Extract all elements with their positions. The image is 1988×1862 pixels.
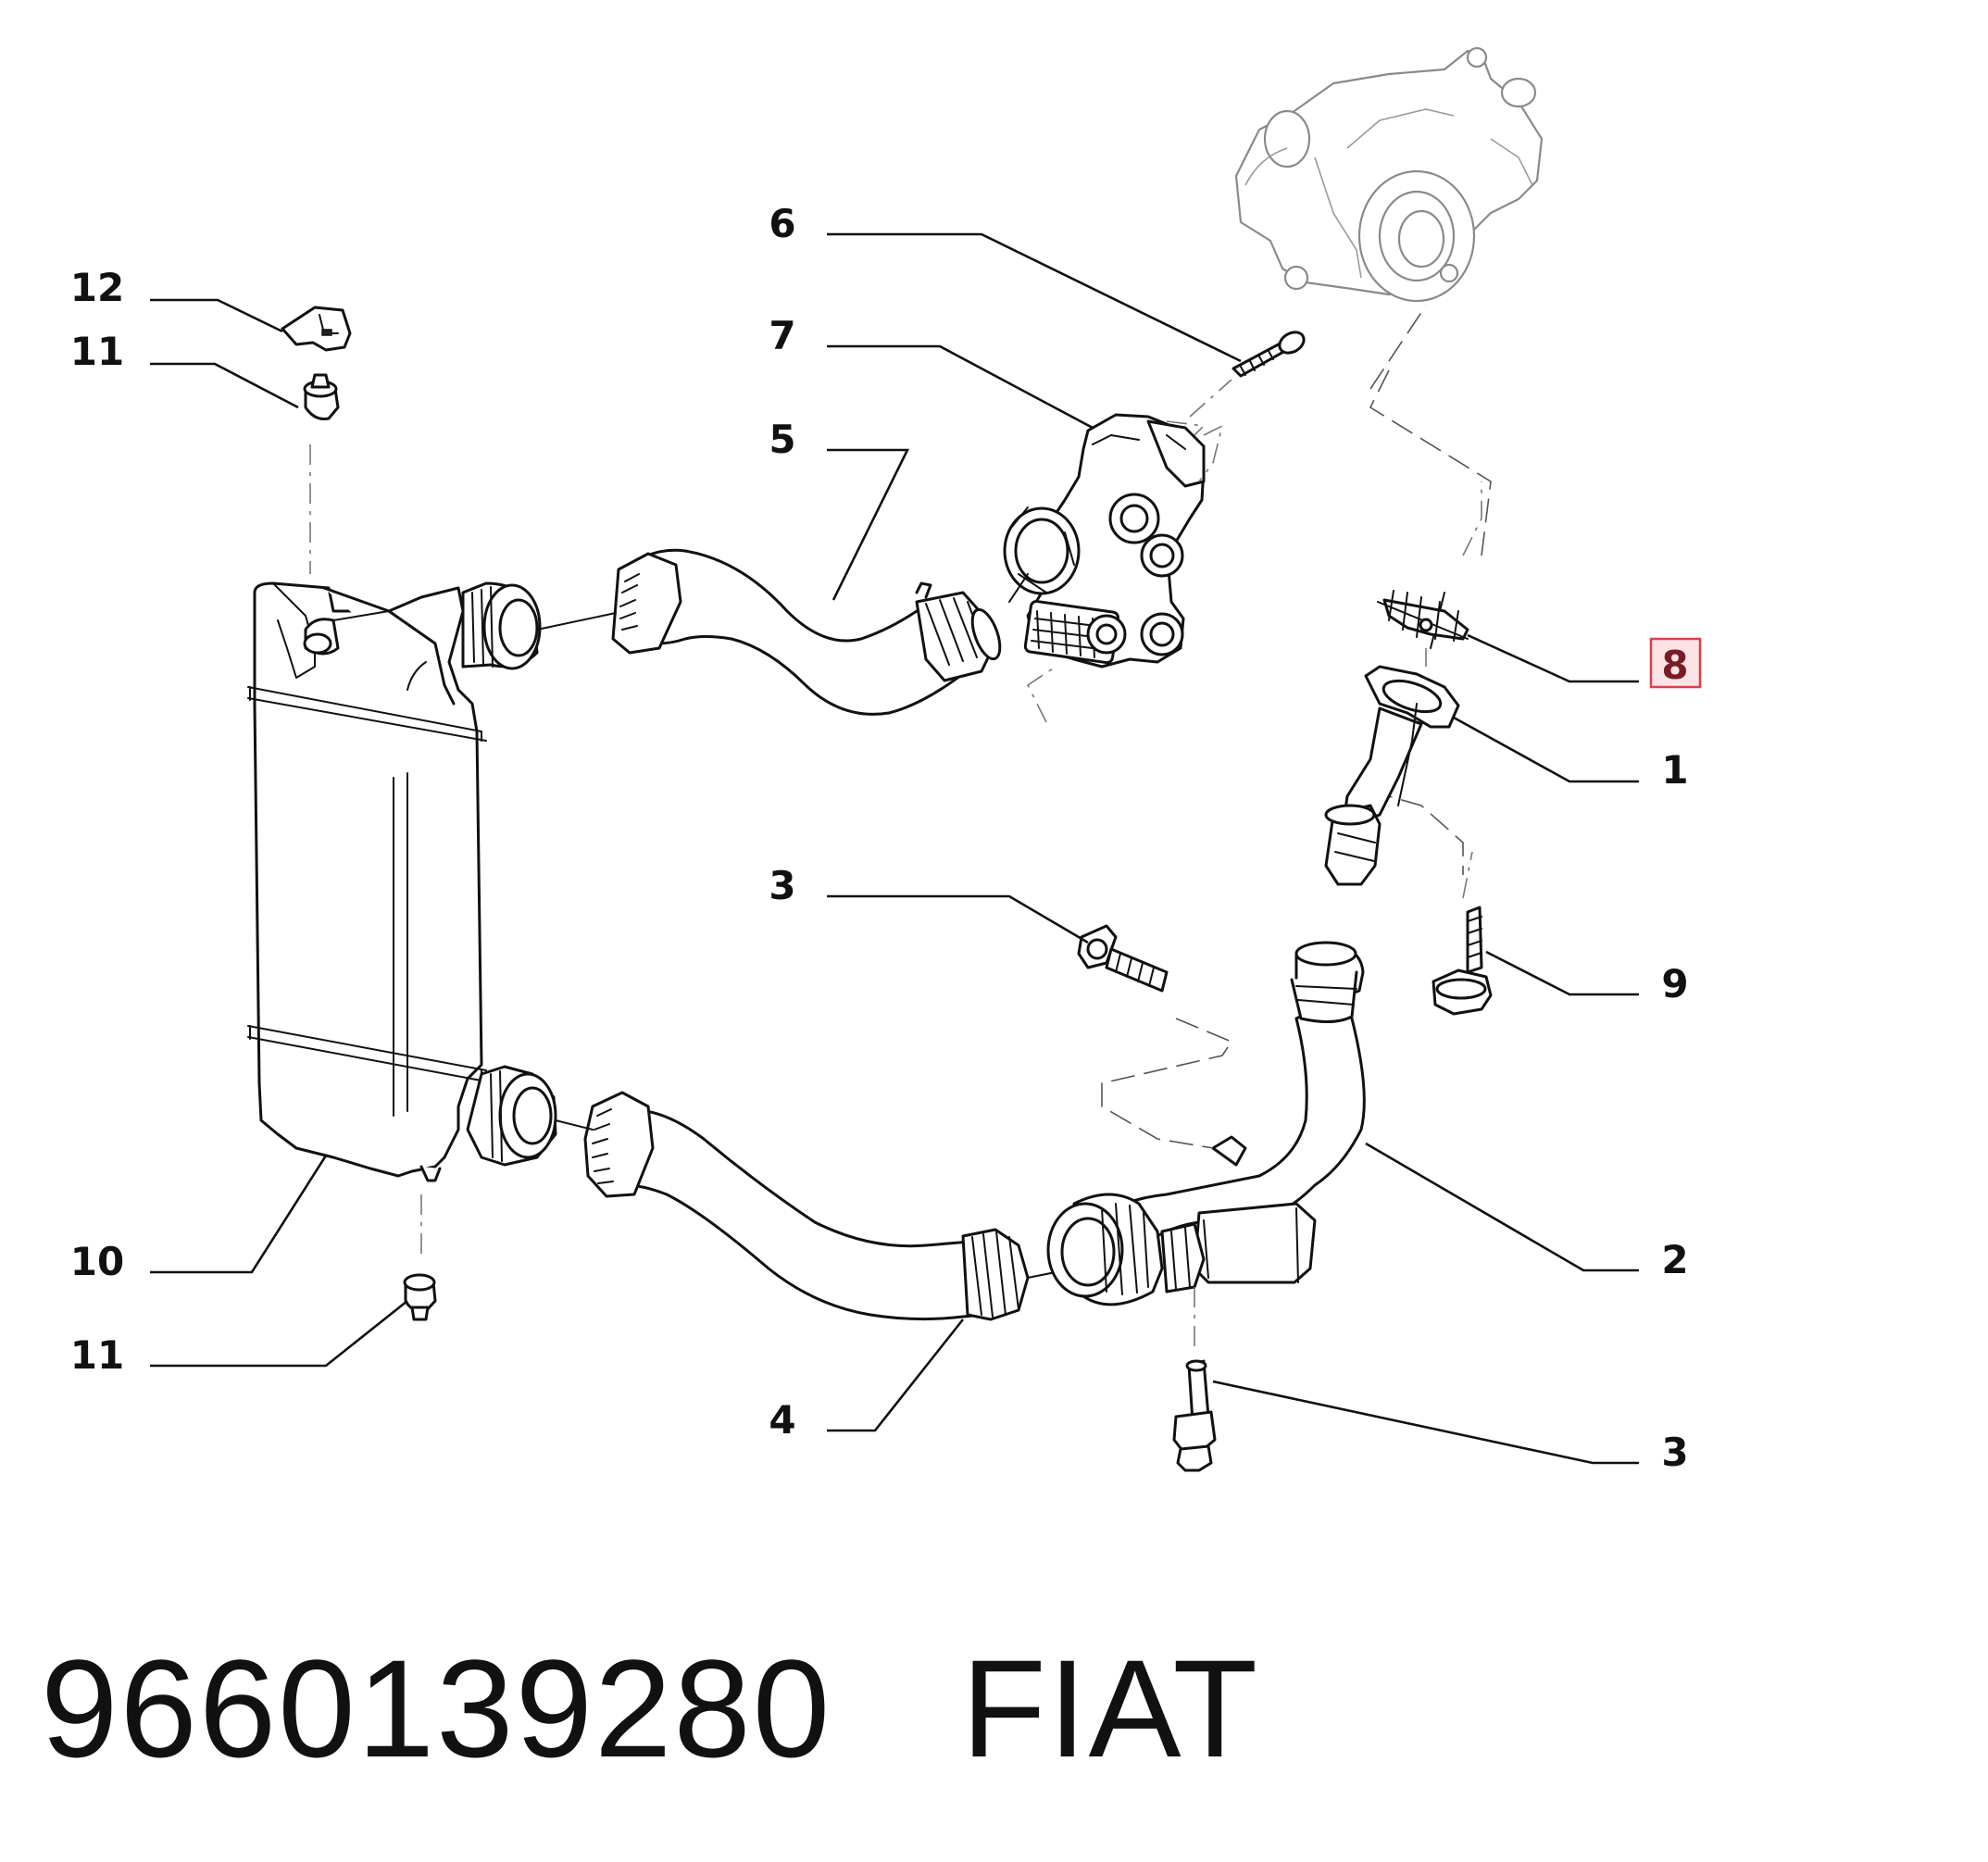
part-number: 9660139280	[41, 1631, 832, 1786]
leader-12	[150, 298, 283, 333]
leader-3-upper	[827, 894, 1089, 944]
bolt-6-drawing	[1189, 331, 1306, 418]
leader-10	[150, 1155, 328, 1274]
intake-pipe-2-drawing	[1046, 795, 1464, 1352]
callout-8: 8	[1661, 643, 1688, 688]
leader-6	[827, 232, 1242, 363]
leader-9	[1485, 950, 1639, 996]
gasket-8-drawing	[1369, 305, 1492, 667]
callout-3-upper: 3	[769, 863, 795, 908]
leader-2	[1365, 1142, 1639, 1272]
callout-7: 7	[769, 313, 795, 358]
leader-3-lower	[1212, 1380, 1639, 1465]
grommet-11-top-drawing	[303, 373, 340, 420]
callout-3-lower: 3	[1661, 1430, 1688, 1475]
leader-8	[1467, 633, 1639, 683]
leader-11-bottom	[150, 1299, 408, 1368]
pipe-1-drawing	[1324, 592, 1460, 886]
clip-12-drawing	[281, 306, 352, 352]
callout-8-highlight	[1649, 637, 1702, 689]
callout-1: 1	[1661, 747, 1688, 793]
leader-1	[1453, 716, 1639, 783]
callout-labels: 6 12 11 7 5 8 1 3 9 2 10 11 4 3	[70, 201, 1702, 1475]
callout-11-bottom: 11	[70, 1332, 124, 1378]
grommet-11-bottom-drawing	[403, 1273, 437, 1321]
leader-lines	[150, 232, 1639, 1465]
callout-2: 2	[1661, 1237, 1688, 1282]
callout-9: 9	[1661, 961, 1688, 1006]
leader-4	[827, 1318, 965, 1432]
bolt-3-upper-drawing	[1077, 924, 1169, 993]
upper-hose-5-drawing	[536, 548, 1029, 716]
callout-11-top: 11	[70, 329, 124, 374]
callout-5: 5	[769, 417, 795, 462]
bolt-3-lower-drawing	[1172, 1359, 1217, 1472]
leader-11-top	[150, 362, 299, 409]
leader-5	[827, 448, 910, 601]
callout-6: 6	[769, 201, 795, 246]
callout-10: 10	[70, 1239, 124, 1284]
callout-4: 4	[769, 1397, 795, 1443]
bolt-9-drawing	[1432, 851, 1493, 1016]
brand-name: FIAT	[961, 1631, 1260, 1786]
leader-7	[827, 344, 1094, 430]
turbocharger-drawing	[1234, 46, 1544, 303]
throttle-valve-drawing	[1003, 413, 1224, 723]
intercooler-drawing	[247, 444, 557, 1259]
callout-12: 12	[70, 265, 124, 310]
lower-hose-4-drawing	[555, 1091, 1066, 1321]
